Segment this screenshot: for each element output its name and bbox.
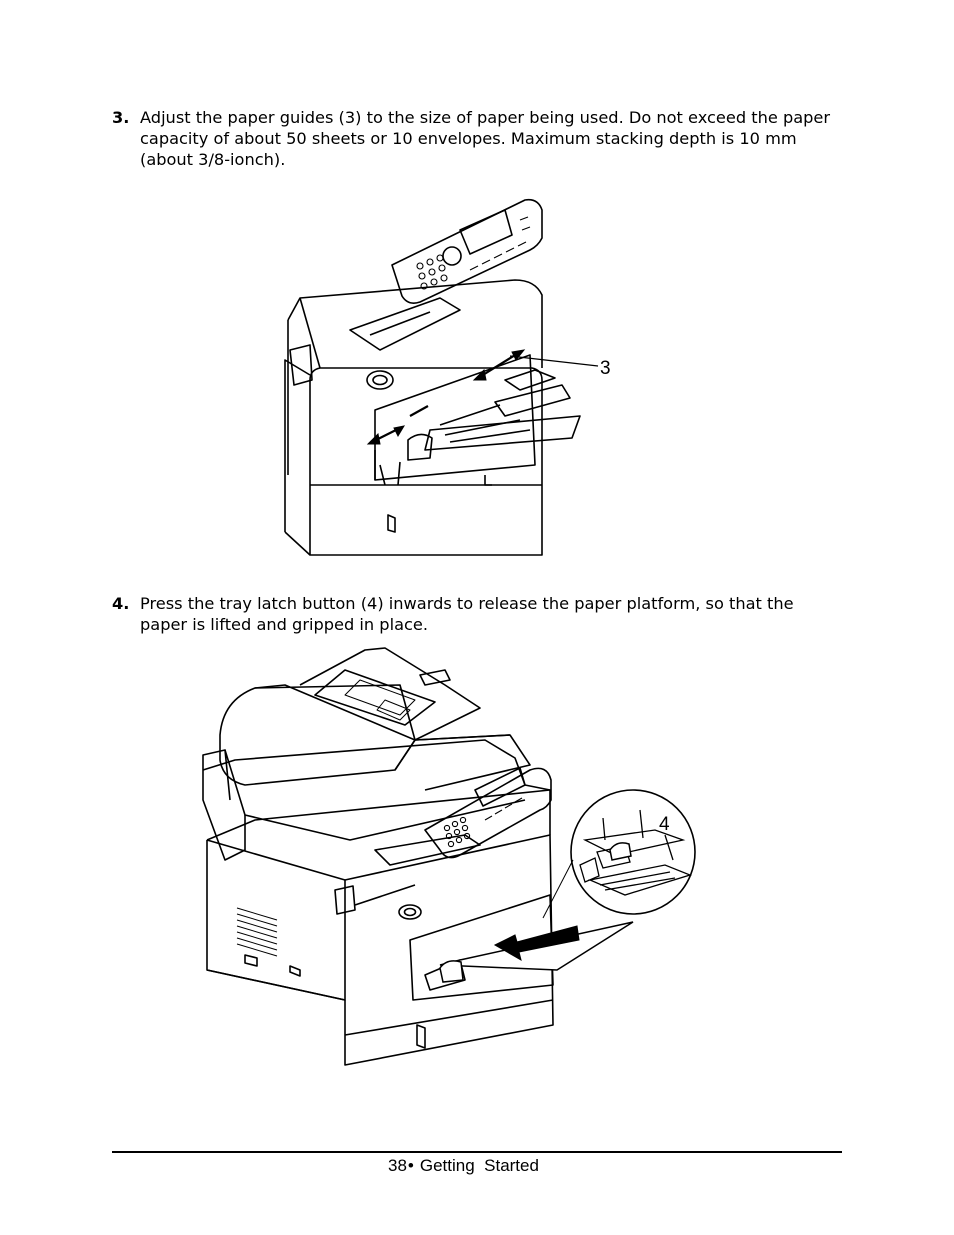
step-3: 3. Adjust the paper guides (3) to the si… — [112, 107, 842, 170]
page-footer: 38• Getting Started — [388, 1156, 539, 1176]
step-text: Press the tray latch button (4) inwards … — [140, 594, 794, 634]
footer-rule — [112, 1151, 842, 1153]
section-title: Getting Started — [419, 1156, 539, 1175]
callout-label-4: 4 — [659, 814, 670, 835]
step-4: 4. Press the tray latch button (4) inwar… — [112, 593, 842, 635]
paper-guides-illustration: 3 — [284, 198, 611, 556]
page-number: 38 — [388, 1156, 407, 1175]
step-number: 3. — [112, 108, 130, 127]
step-number: 4. — [112, 594, 130, 613]
tray-latch-illustration: 4 — [202, 647, 696, 1066]
callout-label-3: 3 — [600, 358, 611, 379]
step-text: Adjust the paper guides (3) to the size … — [140, 108, 831, 169]
footer-bullet: • — [407, 1156, 414, 1175]
